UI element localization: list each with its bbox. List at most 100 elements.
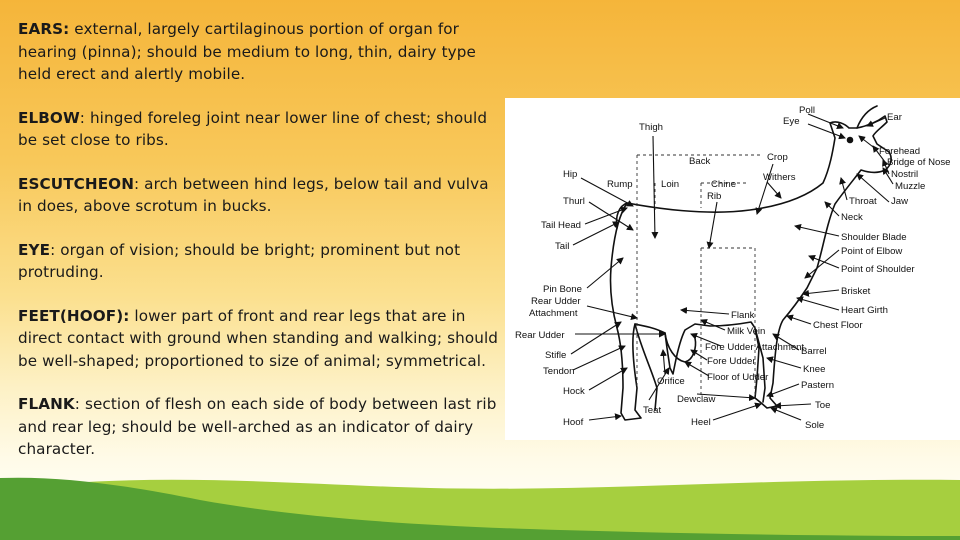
label-orifice: Orifice (657, 376, 685, 387)
label-loin: Loin (661, 179, 679, 190)
label-back: Back (689, 156, 711, 167)
label-pin-bone: Pin Bone (543, 284, 582, 295)
label-rear-udder: Rear Udder (515, 330, 565, 341)
label-throat: Throat (849, 196, 877, 207)
arrow-jaw (856, 173, 890, 203)
goat-horn (856, 105, 878, 129)
label-eye: Eye (783, 116, 800, 127)
label-toe: Toe (815, 400, 830, 411)
label-forehead: Forehead (879, 146, 920, 157)
term-description: : hinged foreleg joint near lower line o… (18, 108, 488, 150)
pointer-arrows (570, 113, 894, 421)
label-nostril: Nostril (891, 169, 918, 180)
arrow-throat (839, 177, 848, 201)
arrow-dewclaw (696, 393, 756, 402)
label-crop: Crop (767, 152, 788, 163)
arrow-pin-bone (586, 257, 624, 289)
label-dewclaw: Dewclaw (677, 394, 715, 405)
arrow-withers (766, 181, 782, 199)
label-chine: Chine (711, 179, 736, 190)
arrow-hip (580, 177, 634, 207)
arrow-hoof (588, 413, 622, 421)
green-hills-decoration (0, 477, 960, 540)
label-tail: Tail (555, 241, 569, 252)
term-description: : section of flesh on each side of body … (18, 395, 497, 458)
dark-hill (0, 477, 960, 540)
term-description: : arch between hind legs, below tail and… (18, 174, 489, 216)
term-name: FEET(HOOF): (18, 306, 130, 325)
arrow-fore-udder-attachment (690, 332, 722, 347)
label-jaw: Jaw (891, 196, 908, 207)
label-neck: Neck (841, 212, 863, 223)
arrow-sole (770, 406, 802, 421)
label-stifle: Stifle (545, 350, 566, 361)
label-pastern: Pastern (801, 380, 834, 391)
label-hock: Hock (563, 386, 585, 397)
term-feet-hoof: FEET(HOOF): lower part of front and rear… (18, 305, 500, 373)
goat-front-leg-inner (754, 327, 766, 403)
arrow-point-of-shoulder (808, 254, 840, 269)
label-thurl: Thurl (563, 196, 585, 207)
label-chest-floor: Chest Floor (813, 320, 863, 331)
arrow-teat (648, 367, 670, 401)
label-heel: Heel (691, 417, 711, 428)
label-shoulder-blade: Shoulder Blade (841, 232, 907, 243)
label-barrel: Barrel (801, 346, 827, 357)
term-flank: FLANK: section of flesh on each side of … (18, 393, 500, 461)
terms-list: EARS: external, largely cartilaginous po… (18, 18, 500, 482)
arrow-thurl (588, 201, 634, 231)
arrow-stifle (570, 321, 622, 355)
arrow-rib (706, 201, 718, 249)
term-elbow: ELBOW: hinged foreleg joint near lower l… (18, 107, 500, 152)
arrow-eye (807, 123, 846, 140)
label-muzzle: Muzzle (895, 181, 925, 192)
label-fore-udder-attachment: Fore Udder Attachment (705, 342, 805, 353)
goat-eye (846, 136, 854, 144)
arrow-orifice (660, 349, 667, 375)
arrow-pastern (766, 383, 800, 398)
arrow-poll (807, 113, 844, 130)
arrow-flank (680, 307, 730, 315)
diagram-labels: Poll Eye Ear Thigh Back Crop Forehead Br… (515, 105, 950, 431)
label-sole: Sole (805, 420, 824, 431)
goat-body-outline (609, 115, 892, 421)
label-withers: Withers (763, 172, 796, 183)
arrow-point-of-elbow (804, 249, 840, 279)
arrow-fore-udder (690, 349, 708, 361)
label-thigh: Thigh (639, 122, 663, 133)
label-bridge-of-nose: Bridge of Nose (887, 157, 950, 168)
arrow-rear-udder-attachment (586, 305, 638, 321)
arrow-thigh (651, 135, 659, 239)
label-poll: Poll (799, 105, 815, 116)
label-fore-udder: Fore Udder (707, 356, 756, 367)
arrow-brisket (802, 289, 840, 297)
term-name: EARS: (18, 20, 70, 38)
label-milk-vein: Milk Vein (727, 326, 765, 337)
arrow-muzzle (882, 167, 894, 185)
label-rump: Rump (607, 179, 633, 190)
label-hip: Hip (563, 169, 577, 180)
term-name: ELBOW (18, 108, 80, 127)
label-knee: Knee (803, 364, 825, 375)
label-heart-girth: Heart Girth (841, 305, 888, 316)
label-teat: Teat (643, 405, 661, 416)
label-floor-of-udder: Floor of Udder (707, 372, 769, 383)
arrow-tail-head (584, 206, 628, 225)
term-ears: EARS: external, largely cartilaginous po… (18, 18, 500, 86)
goat-udder (664, 332, 697, 363)
arrow-heart-girth (796, 296, 840, 311)
label-point-of-shoulder: Point of Shoulder (841, 264, 915, 275)
arrow-ear (866, 117, 886, 127)
arrow-knee (766, 356, 802, 369)
goat-diagram: Poll Eye Ear Thigh Back Crop Forehead Br… (515, 105, 950, 431)
arrow-milk-vein (700, 319, 726, 331)
label-rear-udder-attachment-line2: Attachment (529, 308, 578, 319)
term-description: : organ of vision; should be bright; pro… (18, 240, 461, 282)
label-rib: Rib (707, 191, 721, 202)
term-escutcheon: ESCUTCHEON: arch between hind legs, belo… (18, 173, 500, 218)
arrow-neck (824, 201, 840, 217)
label-ear: Ear (887, 112, 903, 123)
arrow-tail (572, 221, 620, 246)
arrow-barrel (772, 333, 800, 351)
goat-diagram-panel: Poll Eye Ear Thigh Back Crop Forehead Br… (505, 98, 960, 440)
